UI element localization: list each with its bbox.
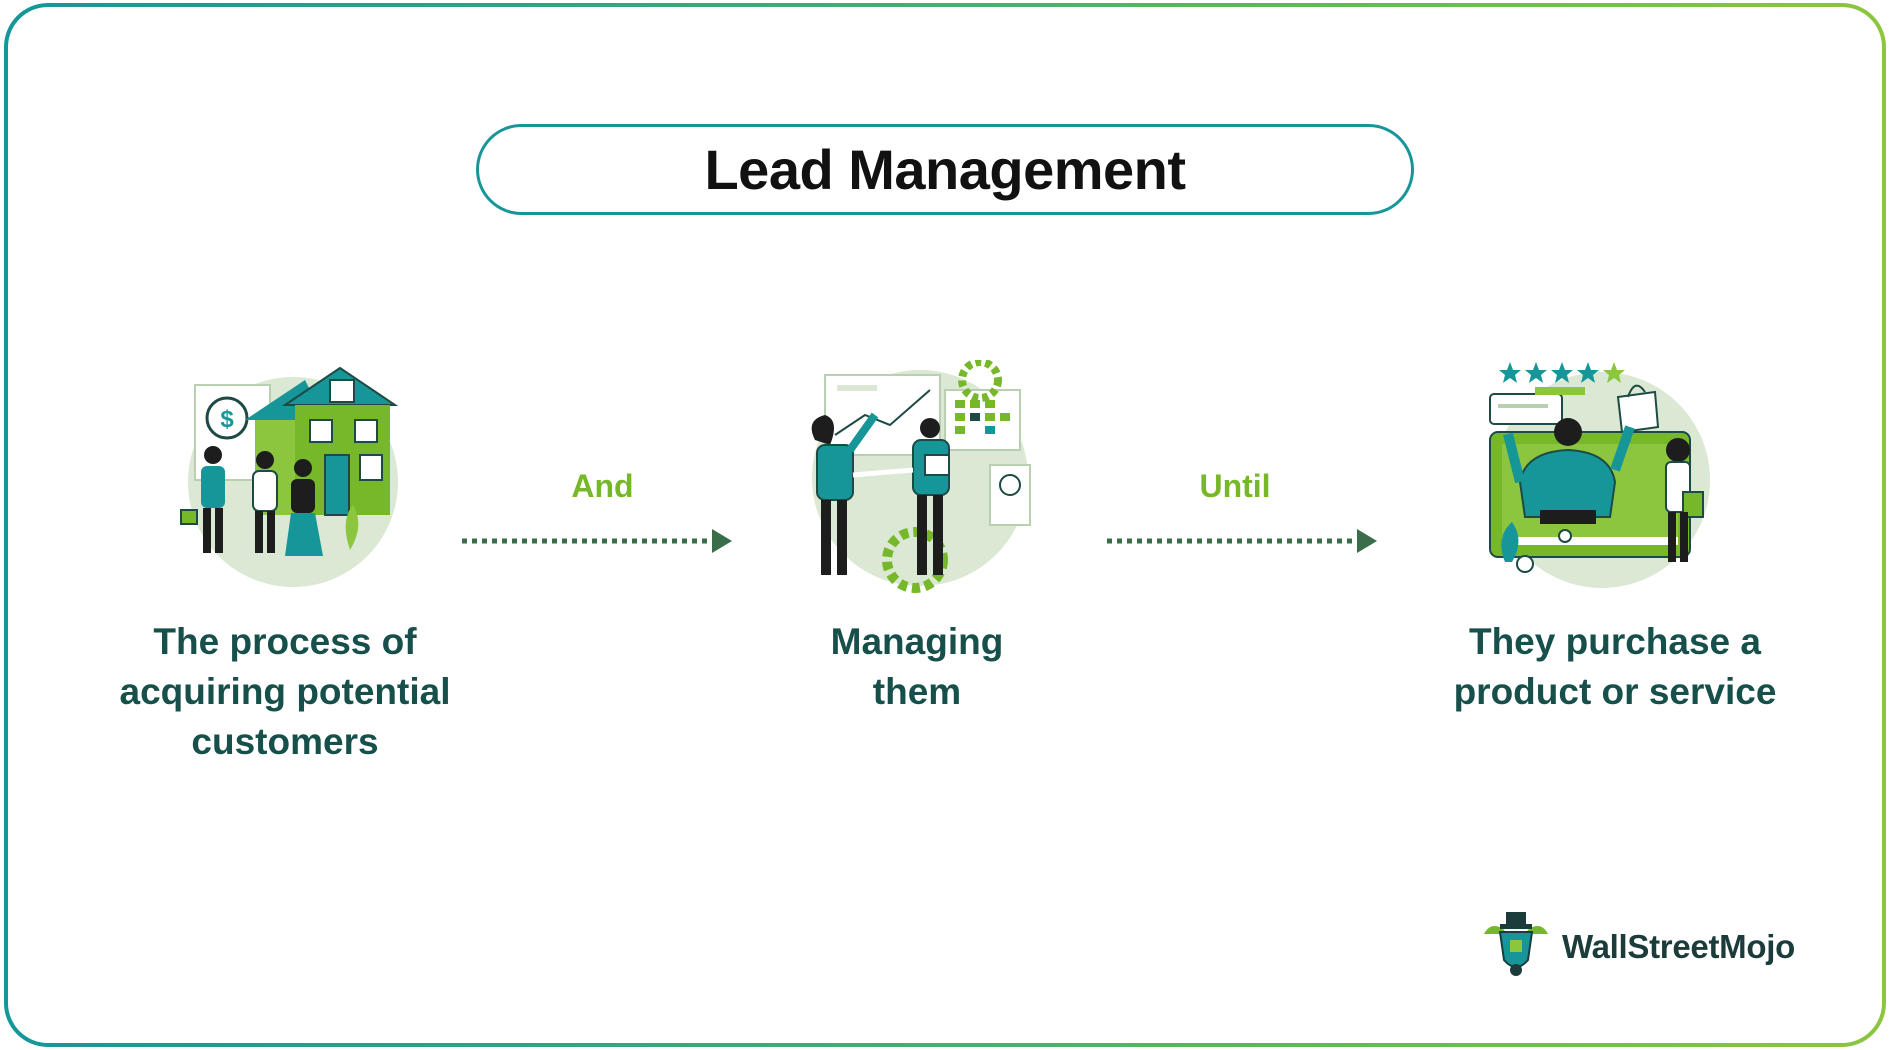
step-2-description: Managing them: [735, 617, 1099, 717]
connector-2-label: Until: [1199, 468, 1271, 504]
title-pill: Lead Management: [476, 124, 1414, 215]
bull-logo-icon: [1480, 908, 1552, 985]
team-dashboard-illustration: [795, 360, 1035, 595]
step-2-line-2: them: [872, 671, 962, 712]
step-1-line-2: acquiring potential: [119, 671, 451, 712]
step-3-line-1: They purchase a: [1468, 621, 1761, 662]
diagram-title: Lead Management: [704, 138, 1186, 201]
online-purchase-illustration: [1480, 352, 1720, 597]
connector-1-label: And: [571, 468, 634, 504]
step-2-line-1: Managing: [830, 621, 1004, 662]
step-3-line-2: product or service: [1453, 671, 1777, 712]
house-handshake-illustration: $: [175, 360, 405, 590]
connector-2-arrow: [1105, 528, 1380, 559]
step-1-line-3: customers: [191, 721, 379, 762]
step-3-description: They purchase a product or service: [1395, 617, 1835, 717]
connector-1-arrow: [460, 528, 735, 559]
wallstreetmojo-logo: WallStreetMojo: [1480, 908, 1795, 985]
brand-name: WallStreetMojo: [1562, 927, 1795, 965]
step-1-line-1: The process of: [153, 621, 417, 662]
step-1-description: The process of acquiring potential custo…: [80, 617, 490, 767]
svg-text:$: $: [220, 406, 234, 433]
